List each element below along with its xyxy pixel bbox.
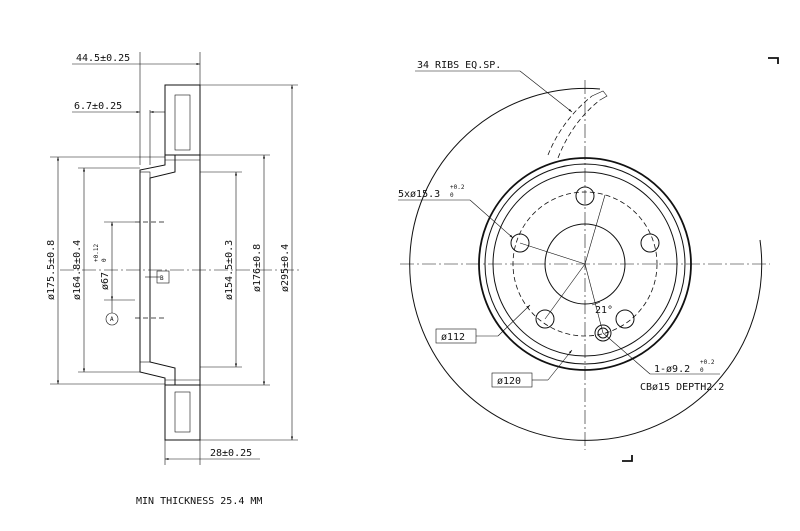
section-mark-top xyxy=(768,57,779,64)
dim-pilot-tol-upper: +0.12 xyxy=(93,244,100,262)
bolt-hole-2 xyxy=(640,233,660,253)
dim-outer: ø295±0.4 xyxy=(280,244,291,292)
dim-pilot-tol-lower: 0 xyxy=(101,258,108,262)
pcd-inner-label: ø112 xyxy=(441,332,465,343)
dim-thickness: 28±0.25 xyxy=(210,448,252,459)
screw-hole-counterbore xyxy=(594,324,612,342)
dim-d2: ø164.8±0.4 xyxy=(72,240,83,300)
hat-step-circle xyxy=(484,163,686,365)
rib-hidden-2 xyxy=(557,99,601,159)
ribs-leader xyxy=(519,70,573,113)
ring-bottom-section xyxy=(164,384,201,441)
dim-hat-height: 44.5±0.25 xyxy=(76,53,130,64)
radial-line-2 xyxy=(584,263,604,334)
bolt-holes-tol-lower: 0 xyxy=(450,192,454,199)
dim-d1: ø175.5±0.8 xyxy=(46,240,57,300)
bolt-hole-4 xyxy=(535,309,555,329)
bolt-hole-1 xyxy=(575,186,595,206)
rib-hidden-1 xyxy=(547,95,593,156)
pcd-inner-leader-2 xyxy=(497,304,531,337)
pcd-outer-leader-2 xyxy=(547,349,573,381)
radial-line-1 xyxy=(584,194,606,265)
screw-leader xyxy=(602,332,651,375)
screw-hole xyxy=(597,327,609,339)
dim-d4: ø176±0.8 xyxy=(252,244,263,292)
disc-outer-edge xyxy=(409,87,763,441)
dim-pilot: ø67 xyxy=(100,272,111,290)
rib-tip xyxy=(591,90,608,101)
hat-inner-circle xyxy=(492,171,678,357)
angle-label: 21° xyxy=(595,305,613,316)
screw-label: 1-ø9.2 xyxy=(654,364,690,375)
radial-line-4 xyxy=(519,242,586,265)
datum-a-label: A xyxy=(110,316,114,323)
section-mark-bottom xyxy=(622,455,633,462)
bolt-hole-3 xyxy=(615,309,635,329)
ring-top-section xyxy=(164,84,201,156)
dim-d3: ø154.5±0.3 xyxy=(224,240,235,300)
side-section-view: B A 44.5±0.25 6.7±0.25 ø175.5±0.8 ø164.8… xyxy=(46,52,300,465)
bolt-hole-5 xyxy=(510,233,530,253)
radial-line-3 xyxy=(544,263,586,320)
hat-outer-circle xyxy=(478,157,692,371)
datum-b-box xyxy=(156,270,170,284)
min-thickness-note: MIN THICKNESS 25.4 MM xyxy=(136,496,262,507)
angle-arc xyxy=(591,301,601,306)
pcd-outer-label: ø120 xyxy=(497,376,521,387)
screw-tol-upper: +0.2 xyxy=(700,359,715,366)
bolt-holes-label: 5xø15.3 xyxy=(398,189,440,200)
hat-face-section xyxy=(139,171,151,363)
datum-b-label: B xyxy=(160,275,164,282)
dim-hat-wall: 6.7±0.25 xyxy=(74,101,122,112)
datum-a-circle xyxy=(105,312,119,326)
screw-tol-lower: 0 xyxy=(700,367,704,374)
bolt-holes-tol-upper: +0.2 xyxy=(450,184,465,191)
front-view: 34 RIBS EQ.SP. 5xø15.3 +0.2 0 ø112 ø120 … xyxy=(398,57,779,462)
bolt-callout-leader xyxy=(469,199,514,239)
pilot-bore xyxy=(544,223,626,305)
ring-top-vent xyxy=(174,94,191,151)
counterbore-label: CBø15 DEPTH2.2 xyxy=(640,382,724,393)
ribs-label: 34 RIBS EQ.SP. xyxy=(417,60,501,71)
bolt-pcd-circle xyxy=(512,191,658,337)
ring-bottom-vent xyxy=(174,391,191,433)
